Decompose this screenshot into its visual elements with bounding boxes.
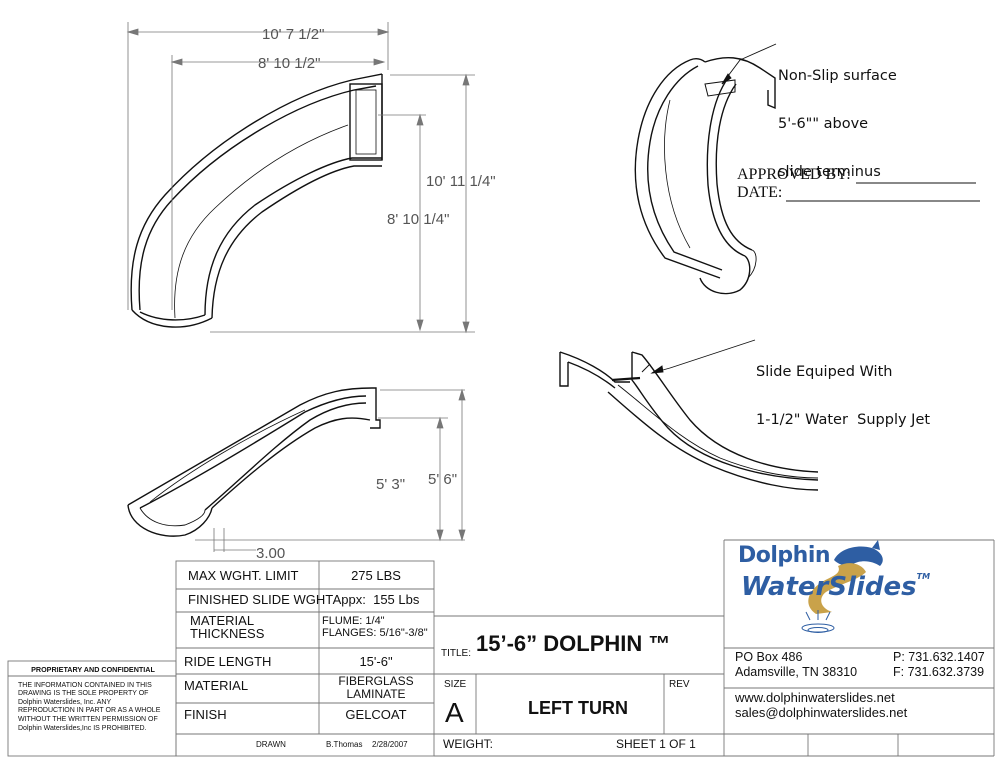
dim-top-height-inner: 8' 10 1/4" xyxy=(387,211,449,228)
size-label: SIZE xyxy=(444,679,467,690)
dim-side-offset: 3.00 xyxy=(256,545,285,562)
date-label: DATE: xyxy=(737,184,783,201)
top-view-slide xyxy=(130,73,383,328)
approved-by-label: APPROVED BY: xyxy=(737,166,851,183)
drawn-label: DRAWN xyxy=(256,740,286,749)
company-phone: P: 731.632.1407 xyxy=(893,650,985,664)
spec-label: RIDE LENGTH xyxy=(184,654,272,669)
company-address-line1: PO Box 486 xyxy=(735,650,803,664)
proprietary-text: THE INFORMATION CONTAINED IN THIS DRAWIN… xyxy=(18,681,161,732)
spec-value: FIBERGLASS LAMINATE xyxy=(338,674,414,701)
dim-top-width-total: 10' 7 1/2" xyxy=(262,26,324,43)
non-slip-note-line: 5'-6"" above xyxy=(778,116,869,132)
drawing-description: LEFT TURN xyxy=(528,698,628,718)
non-slip-note-line: Non-Slip surface xyxy=(778,68,897,84)
spec-value: Appx: 155 Lbs xyxy=(332,592,420,607)
title-label: TITLE: xyxy=(441,648,472,659)
side-perspective-slide xyxy=(559,351,819,491)
dim-top-width-inner: 8' 10 1/2" xyxy=(258,55,320,72)
spec-value: 15'-6" xyxy=(359,654,393,669)
proprietary-notice: PROPRIETARY AND CONFIDENTIAL THE INFORMA… xyxy=(18,665,168,733)
trademark-mark: TM xyxy=(916,572,931,581)
sheet-number: SHEET 1 OF 1 xyxy=(616,737,696,751)
company-fax: F: 731.632.3739 xyxy=(893,665,985,679)
company-address-line2: Adamsville, TN 38310 xyxy=(735,665,858,679)
side-view-slide xyxy=(127,387,381,537)
logo-graphic xyxy=(801,540,883,633)
water-jet-note-line: 1-1/2" Water Supply Jet xyxy=(756,412,931,428)
water-jet-note-line: Slide Equiped With xyxy=(756,364,893,380)
leader-lines xyxy=(650,43,777,374)
drawn-by: B.Thomas xyxy=(326,740,363,749)
rev-label: REV xyxy=(669,679,690,690)
dim-top-height-total: 10' 11 1/4" xyxy=(426,173,496,190)
dim-side-height-inner: 5' 3" xyxy=(376,476,405,493)
drawn-date: 2/28/2007 xyxy=(372,740,408,749)
spec-value: 275 LBS xyxy=(351,568,401,583)
proprietary-heading: PROPRIETARY AND CONFIDENTIAL xyxy=(31,665,155,674)
non-slip-note-line: slide terminus xyxy=(778,164,881,180)
company-website-link[interactable]: www.dolphinwaterslides.net xyxy=(735,690,895,705)
spec-label: FINISHED SLIDE WGHT xyxy=(188,592,334,607)
spec-value: FLUME: 1/4" FLANGES: 5/16"-3/8" xyxy=(322,615,428,639)
company-email-link[interactable]: sales@dolphinwaterslides.net xyxy=(735,705,908,720)
dim-side-height-total: 5' 6" xyxy=(428,471,457,488)
company-logo-text: WaterSlides xyxy=(741,572,917,602)
approval-lines xyxy=(786,182,980,202)
top-view-dimension-lines xyxy=(126,22,475,334)
non-slip-note: Non-Slip surface 5'-6"" above slide term… xyxy=(778,36,897,196)
iso-view-slide xyxy=(634,56,776,295)
company-logo-line1: Dolphin xyxy=(738,543,831,568)
size-value: A xyxy=(445,697,464,728)
spec-label: MATERIAL xyxy=(184,678,249,693)
weight-label: WEIGHT: xyxy=(443,737,493,751)
spec-label: MAX WGHT. LIMIT xyxy=(188,568,299,583)
title-block-grid xyxy=(7,539,995,757)
spec-label: MATERIAL THICKNESS xyxy=(190,613,265,641)
side-view-dimension-lines xyxy=(195,388,466,552)
spec-label: FINISH xyxy=(184,707,227,722)
company-logo-line2: WaterSlidesTM xyxy=(741,572,930,602)
water-jet-note: Slide Equiped With 1-1/2" Water Supply J… xyxy=(756,332,930,444)
spec-value: GELCOAT xyxy=(345,707,407,722)
drawing-title: 15’-6” DOLPHIN ™ xyxy=(476,631,671,656)
